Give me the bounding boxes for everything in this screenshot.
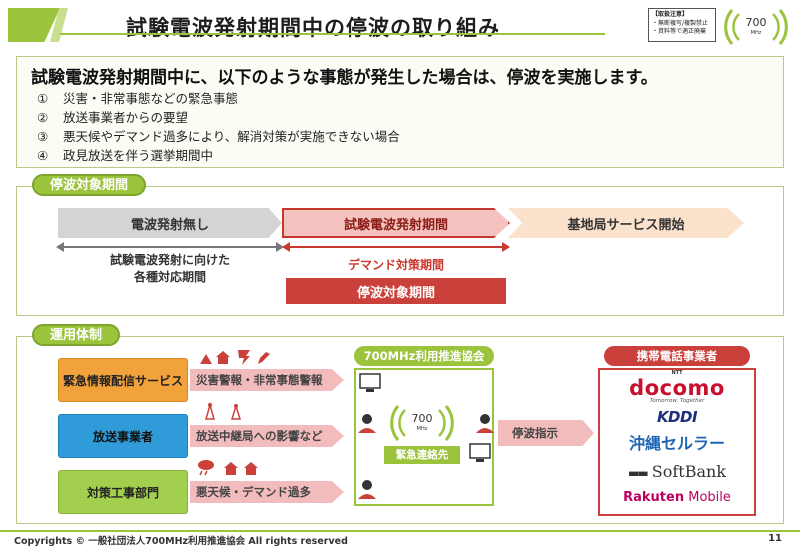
item-number: ③ xyxy=(37,129,49,144)
computer-icon xyxy=(469,443,491,462)
weather-icons xyxy=(198,460,258,476)
ops-section-label: 運用体制 xyxy=(32,324,121,346)
prep-period-line xyxy=(60,246,280,248)
logo-unit: MHz xyxy=(417,426,428,432)
docomo-tagline: Tomorrow, Together xyxy=(649,398,705,404)
intro-heading: 試験電波発射期間中に、以下のような事態が発生した場合は、停波を実施します。 xyxy=(31,68,658,88)
list-item: ② 放送事業者からの要望 xyxy=(37,108,400,127)
source-emergency-service: 緊急情報配信サービス xyxy=(58,358,188,402)
notice-line-1: 【取扱注意】 xyxy=(652,11,689,18)
notice-line-3: ・資料等で適正廃棄 xyxy=(652,28,707,35)
flow-relay-impact: 放送中継局への影響など xyxy=(190,425,344,447)
flow-bad-weather: 悪天候・デマンド過多 xyxy=(190,481,344,503)
softbank-mark-icon: ▬▬ xyxy=(627,466,649,480)
list-item: ④ 政見放送を伴う選挙期間中 xyxy=(37,146,400,165)
operator-icon xyxy=(358,414,376,433)
mobile-text: Mobile xyxy=(688,490,731,505)
association-center-logo-icon: 700 MHz xyxy=(390,405,454,441)
rakuten-text: Rakuten xyxy=(623,490,685,505)
source-broadcaster: 放送事業者 xyxy=(58,414,188,458)
condition-list: ① 災害・非常事態などの緊急事態 ② 放送事業者からの要望 ③ 悪天候やデマンド過多に… xyxy=(37,89,400,165)
title-underline xyxy=(60,33,605,35)
disaster-icons xyxy=(200,350,270,365)
softbank-logo: ▬▬ SoftBank xyxy=(600,462,754,481)
item-number: ① xyxy=(37,91,49,106)
computer-icon xyxy=(359,373,381,392)
kddi-logo: KDDI xyxy=(656,408,698,426)
list-item: ③ 悪天候やデマンド過多により、解消対策が実施できない場合 xyxy=(37,127,400,146)
prep-period-line1: 試験電波発射に向けた xyxy=(109,253,230,267)
demand-period-line xyxy=(286,246,506,248)
copyright-text: Copyrights © 一般社団法人700MHz利用推進協会 All righ… xyxy=(14,536,348,547)
association-logo-icon: 700 MHz xyxy=(724,9,788,45)
period-section-label: 停波対象期間 xyxy=(32,174,147,196)
item-number: ④ xyxy=(37,148,49,163)
item-text: 放送事業者からの要望 xyxy=(63,110,189,125)
title-bar: 試験電波発射期間中の停波の取り組み xyxy=(8,8,598,42)
item-number: ② xyxy=(37,110,49,125)
softbank-text: SoftBank xyxy=(651,462,727,481)
item-text: 政見放送を伴う選挙期間中 xyxy=(63,148,214,163)
prep-period-text: 試験電波発射に向けた 各種対応期間 xyxy=(60,252,280,286)
docomo-logo: docomo xyxy=(629,376,725,400)
broadcast-tower-icons xyxy=(205,402,242,420)
docomo-top-label: NTT xyxy=(671,370,683,376)
logo-unit: MHz xyxy=(751,30,762,36)
prep-period-line2: 各種対応期間 xyxy=(133,270,206,284)
list-item: ① 災害・非常事態などの緊急事態 xyxy=(37,89,400,108)
arrow-left-icon xyxy=(282,242,290,252)
page-number: 11 xyxy=(768,533,782,544)
arrow-no-emission: 電波発射無し xyxy=(58,208,282,238)
stop-instruction-arrow: 停波指示 xyxy=(498,420,594,446)
arrow-left-icon xyxy=(56,242,64,252)
item-text: 災害・非常事態などの緊急事態 xyxy=(63,91,239,106)
operator-icon xyxy=(358,480,376,499)
emergency-contact-badge: 緊急連絡先 xyxy=(384,446,460,464)
stop-period-bar: 停波対象期間 xyxy=(286,278,506,304)
demand-period-label: デマンド対策期間 xyxy=(347,258,444,272)
page-title: 試験電波発射期間中の停波の取り組み xyxy=(126,16,500,40)
logo-number: 700 xyxy=(412,412,433,425)
flow-disaster-alert: 災害警報・非常事態警報 xyxy=(190,369,344,391)
arrow-right-icon xyxy=(502,242,510,252)
okinawa-cellular-logo: 沖縄セルラー xyxy=(628,434,725,453)
association-label: 700MHz利用推進協会 xyxy=(354,346,494,366)
source-countermeasure-dept: 対策工事部門 xyxy=(58,470,188,514)
footer-divider xyxy=(0,530,800,532)
rakuten-mobile-logo: Rakuten Mobile xyxy=(600,490,754,505)
carriers-box: NTT docomo Tomorrow, Together KDDI 沖縄セルラ… xyxy=(598,368,756,516)
handling-notice: 【取扱注意】 ・無断複写/複製禁止 ・資料等で適正廃棄 xyxy=(648,8,716,42)
arrow-service-start: 基地局サービス開始 xyxy=(508,208,744,238)
association-box xyxy=(354,368,494,506)
logo-number: 700 xyxy=(746,16,767,29)
notice-line-2: ・無断複写/複製禁止 xyxy=(652,19,709,27)
arrow-test-emission: 試験電波発射期間 xyxy=(282,208,510,238)
item-text: 悪天候やデマンド過多により、解消対策が実施できない場合 xyxy=(63,129,400,144)
operator-icon xyxy=(476,414,494,433)
arrow-right-icon xyxy=(276,242,284,252)
carriers-label: 携帯電話事業者 xyxy=(604,346,750,366)
